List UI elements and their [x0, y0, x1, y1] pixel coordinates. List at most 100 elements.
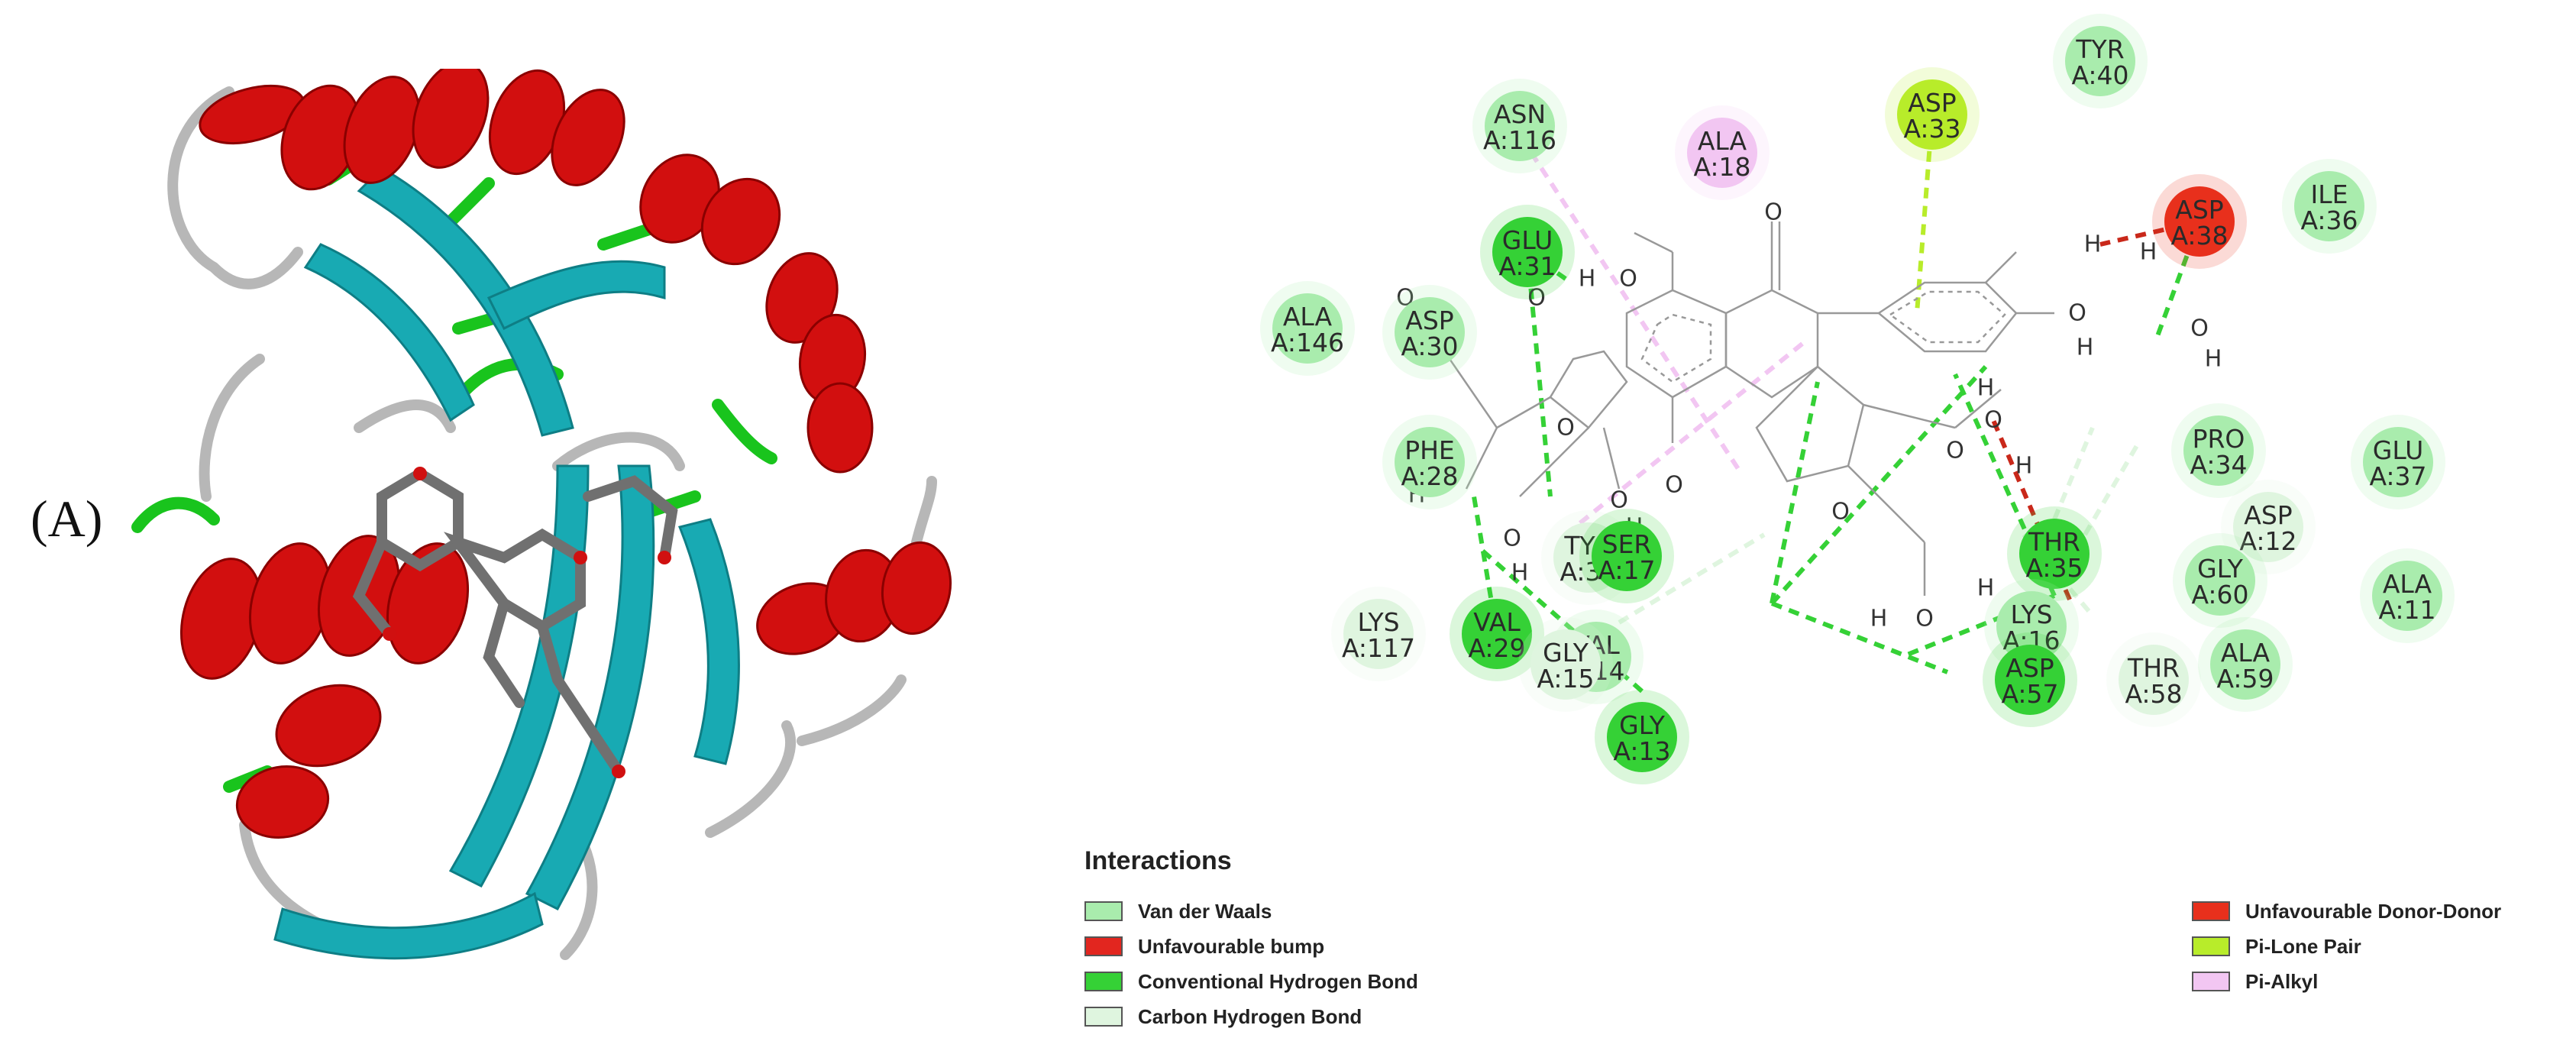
residue-name: ASN: [1494, 99, 1546, 129]
atom-o-label: O: [1764, 199, 1783, 226]
legend-swatch: [1084, 972, 1123, 991]
residue-disc: [2372, 561, 2442, 631]
residue-chain-id: A:58: [2125, 679, 2182, 709]
atom-o-label: O: [2190, 315, 2209, 342]
legend-item: Unfavourable Donor-Donor: [2192, 894, 2501, 929]
legend-item: Pi-Lone Pair: [2192, 929, 2501, 964]
atom-h-label: H: [2205, 346, 2222, 373]
residue-disc: [2065, 26, 2135, 96]
atom-o-label: O: [1665, 472, 1683, 499]
residue-name: SER: [1602, 529, 1652, 559]
residue-name: GLY: [1619, 710, 1666, 740]
residue-nodes: ASNA:116TYRA:40ALAA:18ASPA:33ASPA:38ILEA…: [1260, 14, 2455, 784]
residue-chain-id: A:38: [2170, 221, 2228, 251]
legend-title: Interactions: [1084, 846, 1232, 875]
residue-disc: [1395, 427, 1465, 497]
legend-label: Unfavourable bump: [1138, 934, 1325, 958]
residue-name: GLY: [1543, 638, 1589, 668]
residue-chain-id: A:40: [2071, 60, 2128, 90]
residue-name: GLU: [2373, 435, 2423, 465]
residue-name: VAL: [1473, 607, 1521, 637]
atom-h-label: H: [1870, 606, 1888, 632]
atom-o-label: O: [1984, 407, 2002, 434]
legend-column-left: Van der Waals Unfavourable bump Conventi…: [1084, 894, 1418, 1034]
residue-disc: [1272, 293, 1343, 364]
atom-h-label: H: [1511, 560, 1529, 587]
residue-chain-id: A:146: [1271, 328, 1344, 357]
residue-chain-id: A:28: [1401, 461, 1458, 491]
residue-chain-id: A:117: [1342, 633, 1415, 663]
atom-h-label: H: [2077, 335, 2094, 361]
residue-name: PHE: [1404, 435, 1455, 465]
atom-h-label: H: [2015, 453, 2033, 480]
atom-o-label: O: [1946, 438, 1964, 464]
residue-disc: [2210, 629, 2280, 700]
residue-name: LYS: [2010, 600, 2052, 629]
residue-chain-id: A:29: [1468, 633, 1525, 663]
atom-o-label: O: [1831, 499, 1850, 525]
residue-chain-id: A:18: [1693, 152, 1750, 182]
residue-chain-id: A:57: [2001, 679, 2058, 709]
atom-h-label: H: [1579, 266, 1596, 293]
residue-disc: [2233, 492, 2303, 562]
legend-item: Van der Waals: [1084, 894, 1418, 929]
atom-o-label: O: [1527, 285, 1546, 312]
residue-name: ILE: [2311, 179, 2348, 209]
residue-chain-id: A:60: [2191, 580, 2248, 610]
residue-name: LYS: [1357, 607, 1399, 637]
residue-disc: [2183, 416, 2254, 486]
legend-swatch: [1084, 936, 1123, 956]
legend-label: Conventional Hydrogen Bond: [1138, 969, 1418, 993]
residue-name: ASP: [1405, 306, 1453, 335]
residue-chain-id: A:36: [2300, 205, 2358, 235]
legend-label: Unfavourable Donor-Donor: [2245, 899, 2502, 923]
protein-ribbon-view: [131, 69, 952, 960]
atom-o-label: O: [1619, 266, 1637, 293]
residue-name: ASP: [1908, 88, 1956, 118]
atom-h-label: H: [2084, 231, 2102, 258]
residue-disc: [1897, 79, 1967, 150]
residue-disc: [2119, 645, 2189, 715]
residue-disc: [1687, 118, 1757, 188]
residue-chain-id: A:13: [1613, 736, 1670, 766]
residue-disc: [1995, 645, 2065, 715]
residue-disc: [1395, 297, 1465, 367]
residue-name: THR: [2028, 527, 2080, 557]
residue-name: GLY: [2197, 554, 2244, 584]
residue-name: ASP: [2006, 653, 2054, 683]
residue-chain-id: A:34: [2190, 450, 2247, 480]
residue-name: PRO: [2193, 424, 2245, 454]
residue-name: ALA: [2383, 569, 2432, 599]
atom-o-label: O: [1556, 415, 1575, 441]
residue-disc: [1492, 217, 1563, 287]
legend-swatch: [1084, 1007, 1123, 1027]
residue-name: ALA: [2221, 638, 2271, 668]
legend-column-right: Unfavourable Donor-Donor Pi-Lone Pair Pi…: [2192, 894, 2501, 999]
alpha-helices: [179, 69, 952, 839]
atom-h-label: H: [1977, 375, 1995, 402]
legend-label: Pi-Lone Pair: [2245, 934, 2361, 958]
residue-name: ASP: [2244, 500, 2292, 530]
residue-disc: [2363, 427, 2433, 497]
interaction-lines: [1472, 114, 2202, 694]
legend-item: Conventional Hydrogen Bond: [1084, 964, 1418, 999]
residue-disc: [2294, 171, 2364, 241]
residue-disc: [2019, 519, 2090, 589]
residue-chain-id: A:15: [1537, 664, 1594, 694]
residue-chain-id: A:37: [2369, 461, 2426, 491]
